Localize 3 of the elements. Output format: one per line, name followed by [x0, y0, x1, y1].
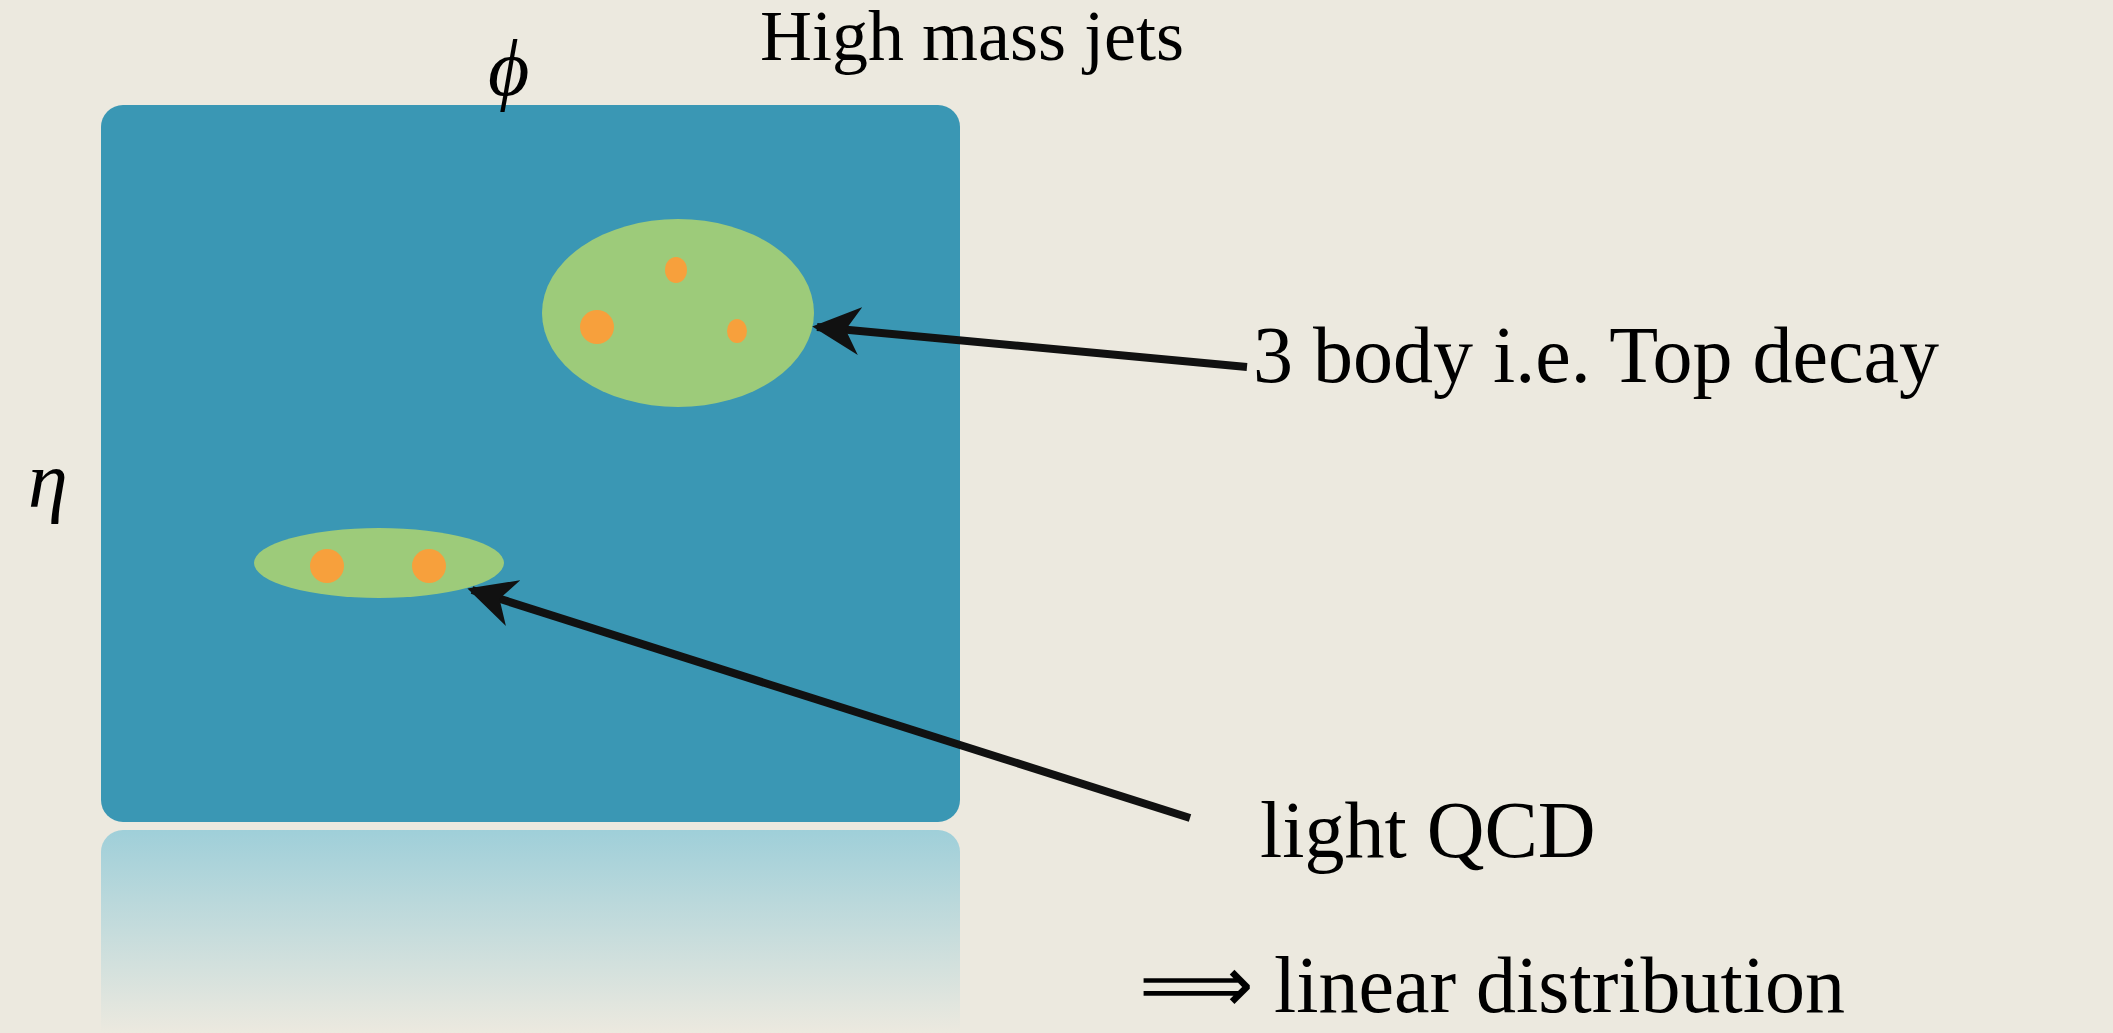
arrow — [467, 580, 1192, 822]
conclusion-text: ⟹ linear distribution — [1139, 945, 1845, 1025]
arrow — [812, 307, 1248, 371]
